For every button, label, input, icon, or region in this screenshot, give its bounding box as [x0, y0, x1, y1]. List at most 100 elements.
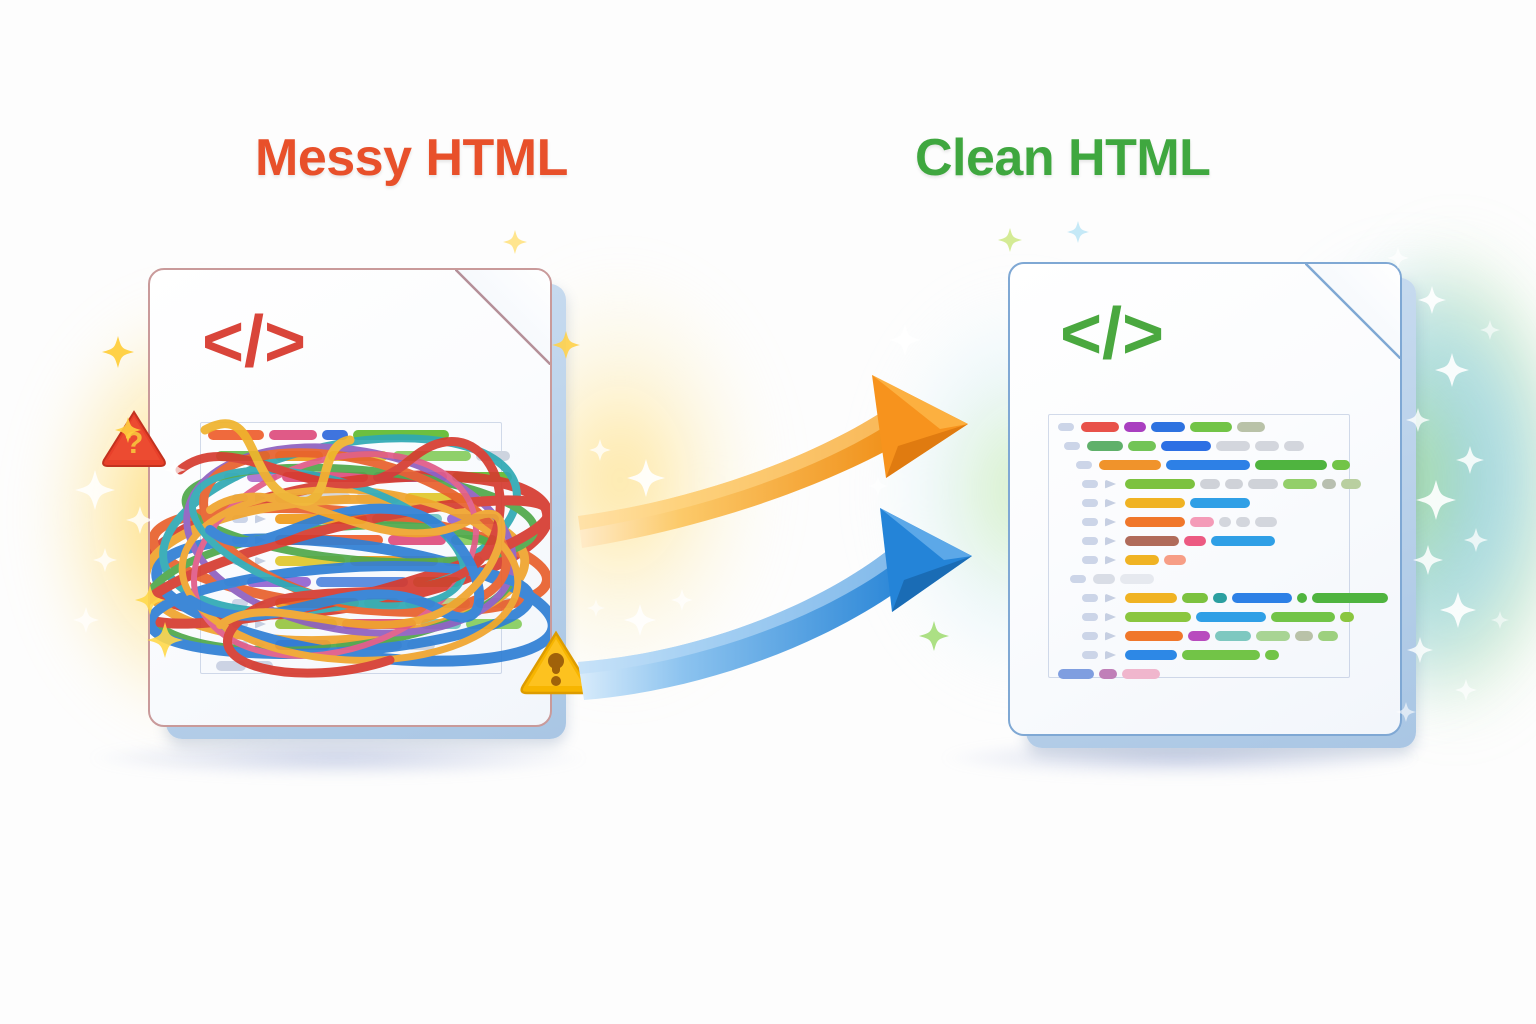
code-token [1125, 555, 1159, 565]
code-line-gutter-marker [1082, 480, 1098, 488]
code-line [1064, 441, 1309, 451]
code-token [1151, 422, 1185, 432]
messy-code-glyph: </> [202, 302, 307, 382]
caution-warning-badge[interactable] [518, 628, 594, 703]
code-token [1284, 441, 1304, 451]
code-token [1211, 536, 1275, 546]
code-line [1082, 555, 1191, 565]
code-token [1219, 517, 1231, 527]
code-token [1341, 479, 1361, 489]
code-token [1295, 631, 1313, 641]
code-token [1099, 460, 1161, 470]
messy-doc-shadow [88, 738, 588, 778]
code-line-gutter-marker [1058, 423, 1074, 431]
code-token [1255, 441, 1279, 451]
code-token [1093, 574, 1115, 584]
code-token [1081, 422, 1119, 432]
clean-code-glyph: </> [1060, 294, 1165, 374]
code-line [1082, 593, 1393, 603]
code-token [1190, 422, 1232, 432]
code-line-gutter-marker [1082, 556, 1098, 564]
code-token [1255, 460, 1327, 470]
code-token [1182, 650, 1260, 660]
code-token [1248, 479, 1278, 489]
code-line-gutter-marker [1082, 594, 1098, 602]
code-token [1322, 479, 1336, 489]
code-fold-caret-icon[interactable] [1105, 631, 1116, 641]
code-token [1125, 631, 1183, 641]
code-token [1215, 631, 1251, 641]
code-line [1082, 479, 1366, 489]
messy-page-fold [455, 270, 550, 365]
code-token [1256, 631, 1290, 641]
code-token [1213, 593, 1227, 603]
code-line [1070, 574, 1159, 584]
code-fold-caret-icon[interactable] [1105, 593, 1116, 603]
code-fold-caret-icon[interactable] [1105, 612, 1116, 622]
code-line-gutter-marker [1082, 613, 1098, 621]
code-token [1236, 517, 1250, 527]
code-line [1082, 612, 1359, 622]
code-token [1237, 422, 1265, 432]
code-token [1184, 536, 1206, 546]
code-token [1125, 612, 1191, 622]
code-token [1125, 593, 1177, 603]
code-token [1283, 479, 1317, 489]
code-line-gutter-marker [1070, 575, 1086, 583]
code-token [1332, 460, 1350, 470]
clean-document-group[interactable]: </> [1008, 262, 1416, 748]
code-token [1087, 441, 1123, 451]
code-token [1120, 574, 1154, 584]
code-fold-caret-icon[interactable] [1105, 555, 1116, 565]
code-line [1082, 631, 1343, 641]
code-token [1271, 612, 1335, 622]
code-line-gutter-marker [1064, 442, 1080, 450]
messy-fold-edge-icon [455, 270, 550, 365]
code-token [1340, 612, 1354, 622]
code-line [1082, 536, 1280, 546]
code-fold-caret-icon[interactable] [1105, 498, 1116, 508]
code-line [1082, 498, 1255, 508]
transform-arrow-upper [578, 375, 968, 548]
code-line [1058, 669, 1165, 679]
code-fold-caret-icon[interactable] [1105, 650, 1116, 660]
code-token [1297, 593, 1307, 603]
code-line-gutter-marker [1076, 461, 1092, 469]
code-line-gutter-marker [1082, 518, 1098, 526]
code-token [1255, 517, 1277, 527]
code-token [1058, 669, 1094, 679]
clean-code-block [1048, 414, 1350, 678]
code-token [1166, 460, 1250, 470]
code-token [1125, 517, 1185, 527]
code-token [1099, 669, 1117, 679]
code-token [1182, 593, 1208, 603]
code-fold-caret-icon[interactable] [1105, 517, 1116, 527]
code-line-gutter-marker [1082, 499, 1098, 507]
code-token [1125, 536, 1179, 546]
code-line [1082, 517, 1282, 527]
code-fold-caret-icon[interactable] [1105, 479, 1116, 489]
code-token [1128, 441, 1156, 451]
transform-arrow-lower [578, 508, 972, 700]
code-token [1225, 479, 1243, 489]
clean-fold-edge-icon [1305, 264, 1400, 359]
caution-triangle-icon [520, 630, 592, 695]
code-token [1188, 631, 1210, 641]
code-token [1125, 650, 1177, 660]
code-token [1312, 593, 1388, 603]
code-token [1318, 631, 1338, 641]
code-token [1200, 479, 1220, 489]
code-token [1122, 669, 1160, 679]
clean-document-page[interactable]: </> [1008, 262, 1402, 736]
code-token [1265, 650, 1279, 660]
code-fold-caret-icon[interactable] [1105, 536, 1116, 546]
code-line-gutter-marker [1082, 632, 1098, 640]
code-line [1082, 650, 1284, 660]
code-token [1232, 593, 1292, 603]
clean-page-fold [1305, 264, 1400, 359]
code-line [1058, 422, 1270, 432]
code-token [1164, 555, 1186, 565]
page-title-messy: Messy HTML [255, 129, 568, 187]
